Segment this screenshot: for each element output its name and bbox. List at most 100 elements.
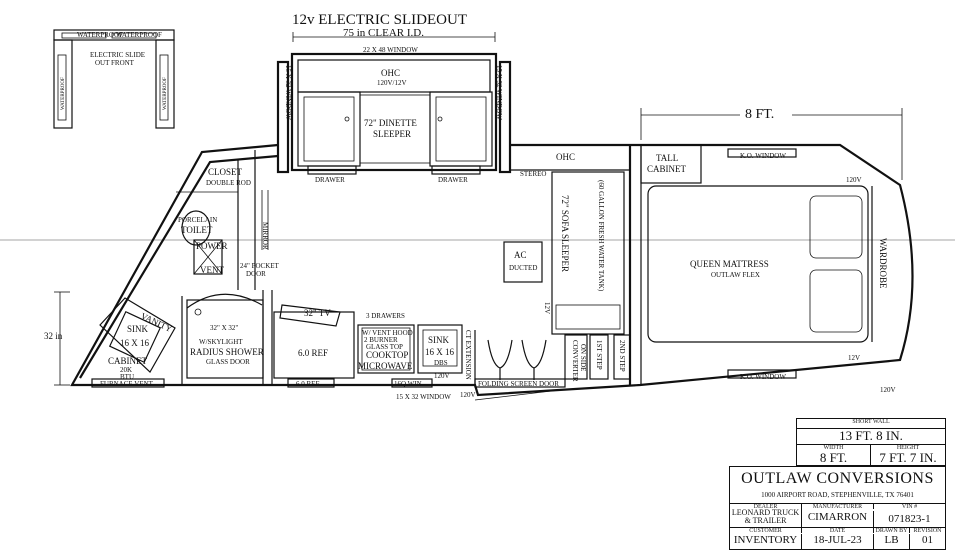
drawn-value: LB [874, 534, 910, 549]
porcelain-label: PORCELAIN [178, 216, 217, 224]
shower-1: W/SKYLIGHT [199, 338, 243, 346]
tv-label: 32" TV [304, 308, 331, 318]
cooktop-2: 2 BURNER [364, 336, 398, 344]
furnace-vent: FURNACE VENT [100, 380, 154, 388]
shower-size: 32" X 32" [210, 324, 238, 332]
folding-door: FOLDING SCREEN DOOR [478, 380, 559, 388]
dinette-label: 72" DINETTE [364, 118, 417, 128]
btu-label: 20K [120, 366, 132, 374]
height-label: HEIGHT [896, 445, 920, 451]
inset-slide-front: WATERPROOF WATERPROOF ELECTRIC SLIDE OUT… [53, 29, 175, 129]
sink-vanity-size: 16 X 16 [120, 338, 149, 348]
pocket-door-2: DOOR [246, 270, 266, 278]
extension-label: CT EXTENSION [464, 330, 472, 380]
inset-label-a: WATERPROOF [77, 31, 123, 39]
height-value: 7 FT. 7 IN. [879, 450, 937, 465]
tall-cabinet-2: CABINET [647, 164, 686, 174]
ref-2: 6.0 REF [296, 380, 319, 388]
date-value: 18-JUL-23 [802, 534, 874, 549]
dealer-cell: LEONARD TRUCK & TRAILER [730, 509, 802, 527]
slideout-title: 12v ELECTRIC SLIDEOUT [292, 12, 467, 28]
shower-3: GLASS DOOR [206, 358, 250, 366]
vin-value: 071823-1 [888, 513, 931, 525]
window-15x32-right: 15 X 32 WINDOW [495, 65, 503, 120]
window-15x32-left: 15 X 32 WINDOW [284, 65, 292, 120]
mirror-label: MIRROR [261, 222, 269, 250]
ref-1: 6.0 REF [298, 348, 328, 358]
customer-label: CUSTOMER [730, 527, 802, 534]
sink-dbs: DBS [434, 359, 448, 367]
wardrobe-label: WARDROBE [878, 238, 888, 289]
ac-label: AC [514, 250, 527, 260]
inset-side-a: WATERPROOF [61, 77, 66, 110]
short-wall-block: SHORT WALL 13 FT. 8 IN. WIDTH HEIGHT 8 F… [796, 418, 946, 466]
converter-label: CONVERTER [571, 340, 579, 382]
btu-label-2: BTU [120, 373, 134, 381]
revision-label: REVISION [910, 527, 945, 534]
pocket-door: 24" POCKET [240, 262, 280, 270]
window-22x48: 22 X 48 WINDOW [363, 46, 418, 54]
inset-label-b: WATERPROOF [116, 31, 162, 39]
company-block: OUTLAW CONVERSIONS 1000 AIRPORT ROAD, ST… [729, 466, 946, 550]
customer-value: INVENTORY [730, 534, 802, 549]
cooktop-4: COOKTOP [366, 350, 408, 360]
cooktop-3: GLASS TOP [366, 343, 403, 351]
dealer-value-2: & TRAILER [744, 516, 787, 525]
v120-a: 120V [434, 372, 450, 380]
vanity-shower: VANITY SINK 16 X 16 CABINET 20K BTU 32" … [99, 290, 273, 385]
v120-c: 120V [846, 176, 862, 184]
sink-k: SINK [428, 335, 450, 345]
eight-ft-dim: 8 FT. [745, 107, 774, 122]
short-wall-label: SHORT WALL [797, 419, 945, 429]
inset-side-b: WATERPROOF [163, 77, 168, 110]
microwave-label: MICROWAVE [358, 361, 413, 371]
vin-label: VIN # [874, 503, 945, 510]
mattress-label: QUEEN MATTRESS [690, 259, 769, 269]
drawn-label: DRAWN BY [874, 527, 910, 534]
v120-d: 120V [880, 386, 896, 394]
converter-label-2: ON SIDE [579, 344, 587, 371]
ko-window-bottom: K.O. WINDOW [740, 373, 786, 381]
date-label: DATE [802, 527, 874, 534]
vent-label: VENT [200, 265, 224, 275]
mattress-label-2: OUTLAW FLEX [711, 271, 760, 279]
window-bottom: 15 X 32 WINDOW [396, 393, 451, 401]
clear-id: 75 in CLEAR I.D. [343, 27, 424, 39]
fresh-water-label: (60 GALLON FRESH WATER TANK) [597, 180, 605, 292]
shower-2: RADIUS SHOWER [190, 347, 264, 357]
stereo-label: STEREO [520, 170, 546, 178]
sofa-label: 72" SOFA SLEEPER [560, 195, 570, 272]
dealer-label: DEALER [730, 503, 802, 510]
manufacturer-label: MANUFACTURER [802, 503, 874, 510]
company-name: OUTLAW CONVERSIONS [741, 470, 934, 487]
sink-vanity: SINK [127, 324, 149, 334]
closet-sub: DOUBLE ROD [206, 179, 251, 187]
bathroom-area: CLOSET DOUBLE ROD MIRROR PORCELAIN TOILE… [176, 150, 280, 290]
slideout-room: OHC 120V/12V 72" DINETTE SLEEPER 15 X 32… [276, 52, 512, 175]
cabinet-label: CABINET [108, 356, 147, 366]
second-step: 2ND STEP [618, 340, 626, 372]
ohc-main: OHC [556, 152, 575, 162]
first-step: 1ST STEP [595, 340, 603, 370]
width-label: WIDTH [797, 445, 871, 453]
inset-title: ELECTRIC SLIDE [90, 51, 145, 59]
dealer-value-1: LEONARD TRUCK [731, 508, 800, 517]
dinette-label-2: SLEEPER [373, 129, 411, 139]
tall-cabinet: TALL [656, 153, 678, 163]
cooktop-1: W/ VENT HOOD [362, 329, 413, 337]
v120-b: 120V [460, 391, 476, 399]
inset-title-2: OUT FRONT [95, 59, 135, 67]
width-value: 8 FT. [797, 451, 871, 465]
manufacturer-value: CIMARRON [802, 511, 874, 527]
toilet-label: TOILET [181, 225, 213, 235]
v12-a: 12V [543, 302, 551, 314]
ohc-slide-power: 120V/12V [377, 79, 407, 87]
entry-area: CONVERTER ON SIDE 1ST STEP 2ND STEP [487, 334, 631, 382]
drawer-2: DRAWER [438, 176, 468, 184]
ko-window-top: K.O. WINDOW [740, 152, 786, 160]
ohc-slide: OHC [381, 68, 400, 78]
company-address: 1000 AIRPORT ROAD, STEPHENVILLE, TX 7640… [761, 491, 914, 499]
living-area: OHC STEREO AC DUCTED 72" SOFA SLEEPER (6… [503, 152, 630, 335]
closet-label: CLOSET [208, 167, 243, 177]
